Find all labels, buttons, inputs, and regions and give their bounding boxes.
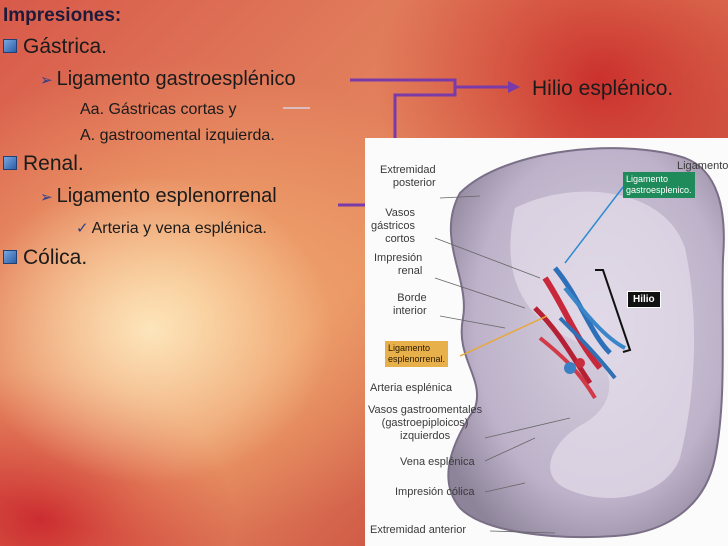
hilum-vessels bbox=[533, 266, 626, 400]
bullet-text: A. gastroomental izquierda. bbox=[80, 127, 275, 144]
spleen-figure: Extremidad posterior Vasos gástricos cor… bbox=[365, 138, 728, 546]
label-line bbox=[439, 195, 481, 199]
label-line bbox=[489, 530, 556, 534]
label-vena-esplenica: Vena esplénica bbox=[400, 456, 475, 468]
check-bullet-icon: ✓ bbox=[76, 220, 89, 237]
slide-title: Impresiones: bbox=[3, 5, 122, 26]
label-line bbox=[484, 437, 536, 462]
bullet-ligamento-espleno: ➢Ligamento esplenorrenal bbox=[40, 185, 277, 208]
label-line bbox=[434, 237, 541, 279]
text-gastroomental: A. gastroomental izquierda. bbox=[80, 127, 275, 145]
label-vasos-gastroomentales: Vasos gastroomentales (gastroepiploicos)… bbox=[368, 404, 483, 442]
bullet-text: Renal. bbox=[23, 152, 84, 175]
bullet-text: Arteria y vena esplénica. bbox=[91, 220, 267, 237]
arrow-bullet-icon: ➢ bbox=[40, 189, 53, 206]
square-bullet-icon bbox=[3, 39, 17, 53]
bullet-text: Aa. Gástricas cortas y bbox=[80, 101, 237, 118]
square-bullet-icon bbox=[3, 156, 17, 170]
label-line bbox=[484, 417, 571, 439]
bullet-gastrica: Gástrica. bbox=[3, 35, 107, 59]
label-vasos-gastricos: Vasos gástricos cortos bbox=[371, 207, 416, 245]
callout-line-espleno bbox=[459, 315, 548, 357]
callout-line-gastro bbox=[564, 177, 631, 264]
hilio-bracket bbox=[595, 269, 632, 353]
bullet-renal: Renal. bbox=[3, 152, 84, 176]
connector-arrowhead bbox=[508, 81, 520, 93]
label-borde-interior: Borde interior bbox=[393, 292, 427, 317]
label-extremidad-posterior: Extremidad posterior bbox=[380, 164, 436, 189]
bullet-arteria: ✓Arteria y vena esplénica. bbox=[76, 219, 267, 238]
label-impresion-colica: Impresión cólica bbox=[395, 486, 475, 498]
label-ligamento-top: Ligamento bbox=[677, 160, 728, 172]
bullet-colica: Cólica. bbox=[3, 246, 87, 270]
label-line bbox=[484, 482, 526, 493]
callout-hilio: Hilio bbox=[627, 291, 661, 308]
spleen-illustration bbox=[434, 147, 725, 539]
label-impresion-renal: Impresión renal bbox=[374, 252, 423, 277]
label-line bbox=[439, 315, 506, 329]
arrow-bullet-icon: ➢ bbox=[40, 72, 53, 89]
text-aa-gastricas: Aa. Gástricas cortas y bbox=[80, 101, 237, 119]
bullet-text: Cólica. bbox=[23, 246, 88, 269]
label-extremidad-anterior: Extremidad anterior bbox=[370, 524, 466, 536]
callout-ligamento-esplenorrenal: Ligamento esplenorrenal. bbox=[385, 341, 449, 367]
bullet-ligamento-gastro: ➢Ligamento gastroesplénico bbox=[40, 68, 296, 91]
bullet-text: Ligamento gastroesplénico bbox=[56, 68, 296, 90]
label-line bbox=[434, 277, 526, 309]
bullet-text: Ligamento esplenorrenal bbox=[56, 185, 277, 207]
hilio-esplenico-text: Hilio esplénico. bbox=[532, 77, 674, 100]
square-bullet-icon bbox=[3, 250, 17, 264]
callout-ligamento-gastroesplenico: Ligamento gastroesplenico. bbox=[623, 172, 695, 198]
label-arteria-esplenica: Arteria esplénica bbox=[370, 382, 452, 394]
bullet-text: Gástrica. bbox=[23, 35, 108, 58]
